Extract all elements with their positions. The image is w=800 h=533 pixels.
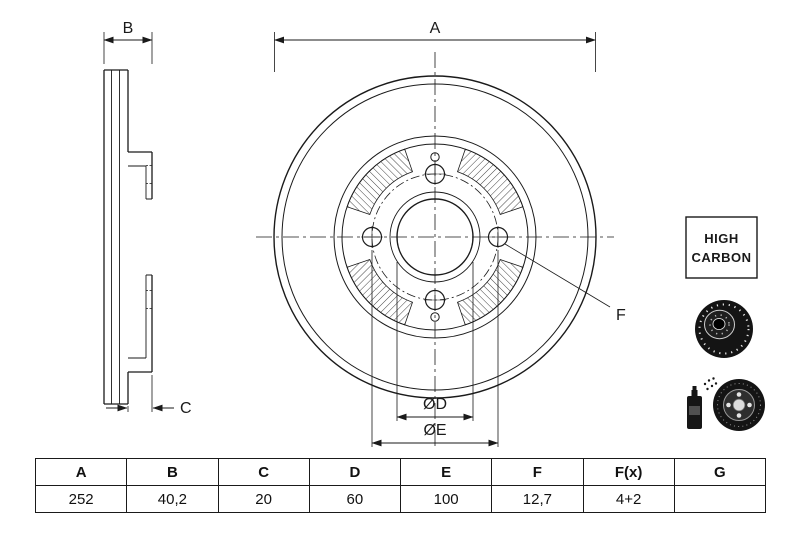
disc-bolt-holes [726, 392, 752, 418]
table-value-b: 40,2 [126, 485, 219, 513]
table-value-f: 12,7 [491, 485, 584, 513]
hub-circle [341, 143, 529, 331]
dim-label-b: B [123, 20, 134, 37]
dim-label-f: F [616, 307, 626, 324]
front-view [256, 52, 614, 450]
table-value-c: 20 [217, 485, 310, 513]
table-header-a: A [34, 458, 128, 486]
flange-hole-lines [146, 165, 152, 309]
dimension-f: F [504, 243, 626, 324]
outer-diameter-circle [273, 75, 597, 399]
dimension-c: C [106, 375, 192, 417]
center-bore-circle [396, 198, 474, 276]
brake-disc-photo-icon [695, 300, 753, 358]
friction-surface-inner-circle [333, 135, 537, 339]
vent-windows [346, 148, 524, 326]
technical-drawing: A B C ØD ØE F HI [103, 20, 765, 450]
table-value-g [673, 485, 767, 513]
spray-can-icon [687, 377, 718, 429]
table-header-g: G [673, 458, 767, 486]
dim-label-a: A [430, 20, 441, 37]
high-carbon-badge: HIGH CARBON [685, 216, 758, 279]
table-header-c: C [217, 458, 310, 486]
dim-label-e: ØE [423, 422, 446, 439]
badge-line-1: HIGH [704, 231, 739, 246]
table-header-b: B [126, 458, 219, 486]
table-header-e: E [399, 458, 493, 486]
dim-label-d: ØD [423, 396, 447, 413]
table-header-row: A B C D E F F(x) G [34, 458, 767, 486]
coated-disc-icon [713, 379, 765, 431]
dimension-a: A [274, 20, 596, 72]
pin-hole [430, 152, 440, 162]
pin-hole [430, 312, 440, 322]
spray-dots [703, 377, 718, 391]
hat-outline [128, 151, 153, 373]
table-value-fx: 4+2 [582, 485, 675, 513]
table-header-fx: F(x) [582, 458, 675, 486]
pin-holes [430, 152, 440, 322]
table-value-row: 252 40,2 20 60 100 12,7 4+2 [34, 485, 767, 513]
hole-center-marks [361, 163, 509, 311]
table-header-f: F [491, 458, 584, 486]
table-value-e: 100 [399, 485, 493, 513]
table-value-a: 252 [34, 485, 128, 513]
dimension-table: A B C D E F F(x) G 252 40,2 20 60 100 12… [34, 458, 767, 513]
section-view [103, 69, 153, 405]
table-header-d: D [308, 458, 402, 486]
table-value-d: 60 [308, 485, 402, 513]
dim-label-c: C [180, 400, 192, 417]
dimension-d: ØD [396, 262, 474, 421]
vent-lines [111, 70, 120, 404]
dimension-e: ØE [371, 250, 499, 447]
dimension-b: B [103, 20, 153, 64]
bolt-holes [361, 163, 509, 311]
badge-line-2: CARBON [691, 250, 751, 265]
